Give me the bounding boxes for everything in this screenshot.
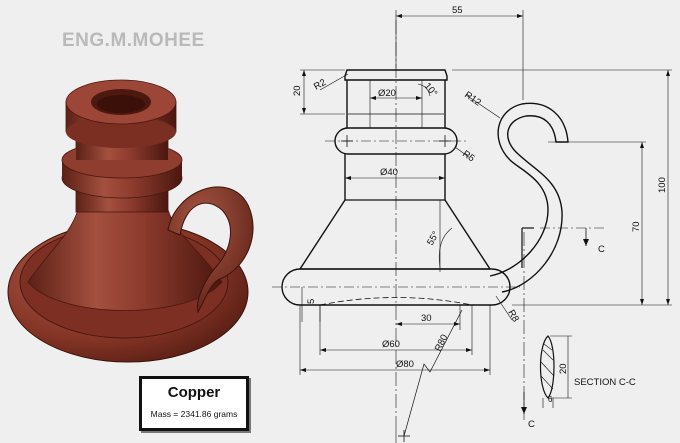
dim-top-fillet: R2 [312,77,328,93]
dim-taper-angle: 10° [422,81,440,99]
dim-body-diameter: Ø40 [380,167,398,178]
technical-drawing [272,10,672,443]
material-box: Copper Mass = 2341.86 grams [139,376,249,431]
section-letter-bottom: C [528,419,535,430]
dim-neck-height: 20 [292,85,303,96]
dim-cone-angle: 55° [425,229,442,247]
profile-handle [489,102,569,293]
section-cc-shape [539,335,555,399]
section-letter-top: C [598,244,605,255]
dim-handle-radius: R12 [462,89,483,108]
dim-section-height: 20 [558,363,569,374]
dim-base-fillet: R8 [505,308,521,324]
dim-section-width: 6 [548,395,553,404]
render-cone [27,209,223,311]
dim-base-inner-diameter: Ø60 [382,339,400,350]
dim-base-outer-diameter: Ø80 [396,359,414,370]
dim-handle-height: 70 [631,221,642,232]
dim-neck-diameter: Ø20 [378,88,396,99]
material-name: Copper [167,384,221,401]
render-handle [167,186,254,314]
dim-overall-height: 100 [657,177,668,193]
iso-render [7,79,254,363]
dim-ring-radius: R5 [460,148,476,164]
dimension-labels: 55 20 R2 Ø20 10° R12 R5 Ø40 100 70 55° 5… [292,5,668,430]
author-watermark: ENG.M.MOHEE [62,30,205,51]
dim-top-width: 55 [452,5,463,16]
section-label: SECTION C-C [574,377,636,388]
dim-offset-30: 30 [421,313,432,324]
mass-value: Mass = 2341.86 grams [150,409,238,419]
dim-base-thickness: 5 [306,299,317,304]
